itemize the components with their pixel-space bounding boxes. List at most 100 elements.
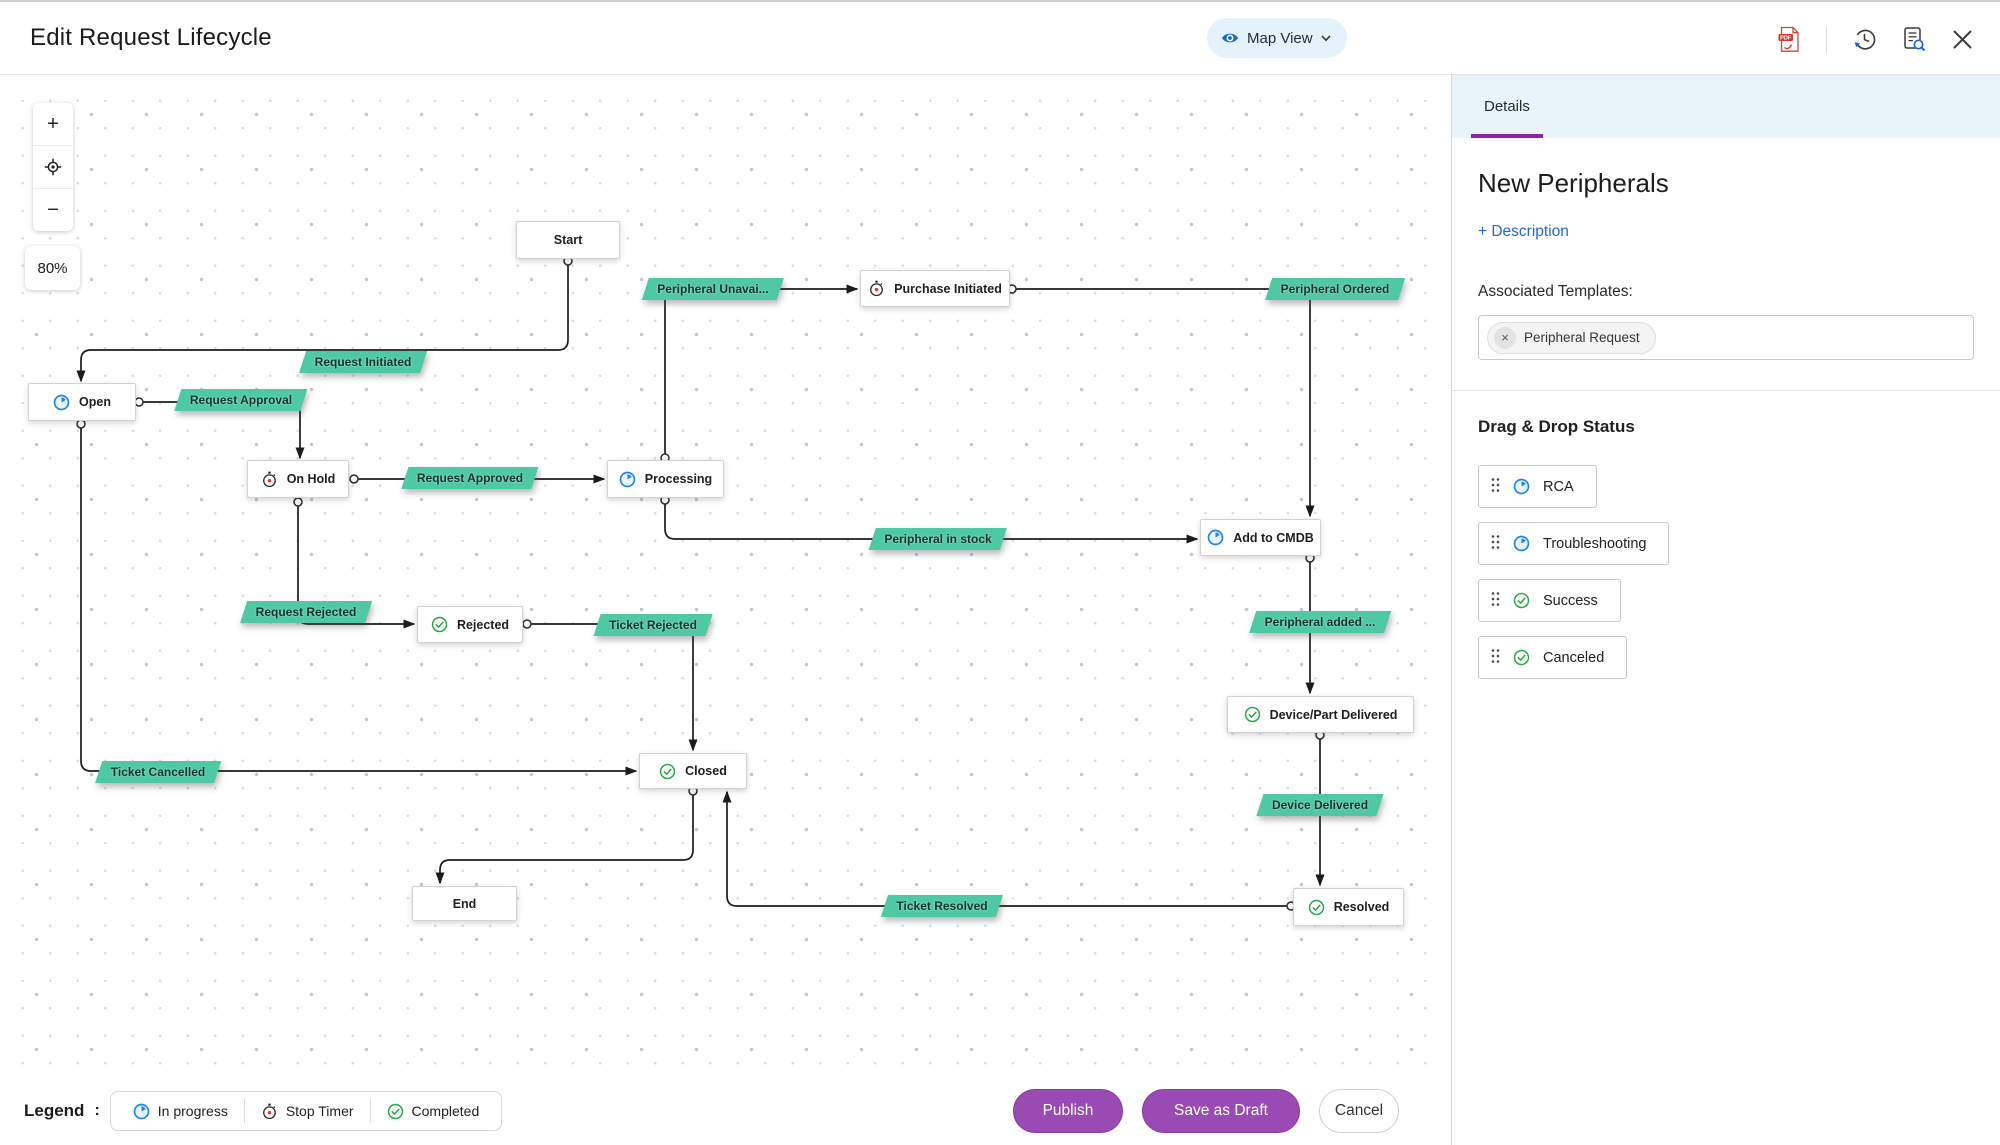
transition-label-peripheral-in-stock[interactable]: Peripheral in stock <box>868 528 1008 550</box>
zoom-out-button[interactable]: − <box>33 189 73 231</box>
transition-label-request-approved[interactable]: Request Approved <box>401 467 539 489</box>
flow-node-processing[interactable]: Processing <box>607 460 724 498</box>
view-selector[interactable]: Map View <box>1207 18 1347 58</box>
flow-node-end[interactable]: End <box>412 886 517 921</box>
panel-body: New Peripherals + Description Associated… <box>1452 138 2000 1145</box>
connector-port <box>134 397 144 407</box>
add-description-link[interactable]: + Description <box>1478 223 1569 240</box>
stop-timer-icon <box>261 471 278 488</box>
flow-edges-layer <box>76 256 1325 911</box>
details-panel: Details New Peripherals + Description As… <box>1452 75 2000 1145</box>
flow-node-resolved[interactable]: Resolved <box>1293 888 1404 926</box>
legend-separator <box>369 1099 371 1123</box>
top-bar: Edit Request Lifecycle Map View PDF <box>0 0 2000 75</box>
flow-edge-start-to-open <box>76 261 569 383</box>
transition-label-request-initiated[interactable]: Request Initiated <box>299 351 427 373</box>
eye-icon <box>1222 33 1238 43</box>
legend-item-completed: Completed <box>371 1103 496 1120</box>
cancel-button[interactable]: Cancel <box>1319 1089 1399 1133</box>
close-icon[interactable] <box>1951 28 1974 51</box>
legend-separator <box>243 1099 245 1123</box>
legend-item-in-progress: In progress <box>117 1103 244 1120</box>
transition-label-peripheral-added[interactable]: Peripheral added ... <box>1249 611 1391 633</box>
flow-node-rejected[interactable]: Rejected <box>417 606 523 643</box>
connector-port <box>349 474 359 484</box>
completed-icon <box>1244 706 1261 723</box>
flow-node-open[interactable]: Open <box>28 383 136 421</box>
save-as-draft-button[interactable]: Save as Draft <box>1142 1089 1300 1133</box>
zoom-level-badge: 80% <box>25 246 80 290</box>
legend-title: Legend <box>24 1101 85 1120</box>
transition-label-device-delivered[interactable]: Device Delivered <box>1256 794 1384 816</box>
top-bar-icons: PDF <box>1777 2 1974 77</box>
publish-button[interactable]: Publish <box>1013 1089 1123 1133</box>
transition-label-request-approval[interactable]: Request Approval <box>174 389 308 411</box>
toolbar-separator <box>1826 26 1827 53</box>
zoom-controls: + − <box>33 103 73 231</box>
completed-icon <box>659 763 676 780</box>
flow-node-on-hold[interactable]: On Hold <box>247 460 349 498</box>
status-item-troubleshooting[interactable]: Troubleshooting <box>1478 522 1670 565</box>
flow-edge-purchase-initiated-to-add-to-cmdb <box>1012 288 1315 518</box>
completed-icon <box>387 1103 404 1120</box>
connector-port <box>293 497 303 507</box>
drag-handle-icon[interactable] <box>1491 534 1500 554</box>
drag-handle-icon[interactable] <box>1491 591 1500 611</box>
legend-item-stop-timer: Stop Timer <box>245 1103 370 1120</box>
transition-label-peripheral-ordered[interactable]: Peripheral Ordered <box>1265 278 1405 300</box>
drag-handle-icon[interactable] <box>1491 648 1500 668</box>
transition-label-request-rejected[interactable]: Request Rejected <box>240 601 372 623</box>
transition-label-ticket-rejected[interactable]: Ticket Rejected <box>593 614 713 636</box>
status-item-success[interactable]: Success <box>1478 579 1621 622</box>
view-selector-label: Map View <box>1247 29 1313 47</box>
history-icon[interactable] <box>1851 26 1878 53</box>
flow-edge-processing-to-add-to-cmdb <box>664 500 1199 544</box>
crosshair-icon <box>44 158 62 176</box>
flow-edge-open-to-closed <box>80 426 638 776</box>
flow-edge-processing-to-purchase-initiated <box>664 284 859 458</box>
transition-label-peripheral-unavailable[interactable]: Peripheral Unavai... <box>641 278 785 300</box>
completed-icon <box>1513 649 1530 666</box>
connector-port <box>522 619 532 629</box>
chevron-down-icon <box>1321 34 1331 41</box>
in-progress-icon <box>1207 529 1224 546</box>
svg-text:PDF: PDF <box>1780 35 1792 41</box>
flow-node-closed[interactable]: Closed <box>639 753 747 789</box>
fit-view-button[interactable] <box>33 146 73 189</box>
flow-node-add-to-cmdb[interactable]: Add to CMDB <box>1200 519 1321 556</box>
in-progress-icon <box>1513 535 1530 552</box>
completed-icon <box>431 616 448 633</box>
transition-label-ticket-cancelled[interactable]: Ticket Cancelled <box>95 761 221 783</box>
panel-divider <box>1452 390 2000 391</box>
in-progress-icon <box>133 1103 150 1120</box>
completed-icon <box>1308 899 1325 916</box>
panel-tabbar: Details <box>1452 75 2000 138</box>
remove-template-icon[interactable]: × <box>1494 326 1516 349</box>
associated-templates-input[interactable]: ×Peripheral Request <box>1478 315 1974 360</box>
flow-node-purchase-initiated[interactable]: Purchase Initiated <box>860 270 1010 307</box>
associated-templates-label: Associated Templates: <box>1478 283 1633 300</box>
completed-icon <box>1513 592 1530 609</box>
in-progress-icon <box>53 394 70 411</box>
pdf-export-icon[interactable]: PDF <box>1777 26 1802 53</box>
drag-handle-icon[interactable] <box>1491 477 1500 497</box>
status-item-canceled[interactable]: Canceled <box>1478 636 1628 679</box>
zoom-in-button[interactable]: + <box>33 103 73 146</box>
flow-node-start[interactable]: Start <box>516 221 620 259</box>
tab-details[interactable]: Details <box>1471 75 1543 138</box>
status-item-rca[interactable]: RCA <box>1478 465 1597 508</box>
template-chip: ×Peripheral Request <box>1487 321 1656 354</box>
flow-node-device-part-delivered[interactable]: Device/Part Delivered <box>1227 696 1414 733</box>
in-progress-icon <box>619 471 636 488</box>
transition-label-ticket-resolved[interactable]: Ticket Resolved <box>880 895 1004 917</box>
stop-timer-icon <box>261 1103 278 1120</box>
stop-timer-icon <box>868 280 885 297</box>
document-review-icon[interactable] <box>1902 26 1927 53</box>
lifecycle-name: New Peripherals <box>1478 168 1669 198</box>
flow-edge-closed-to-end <box>435 791 694 885</box>
